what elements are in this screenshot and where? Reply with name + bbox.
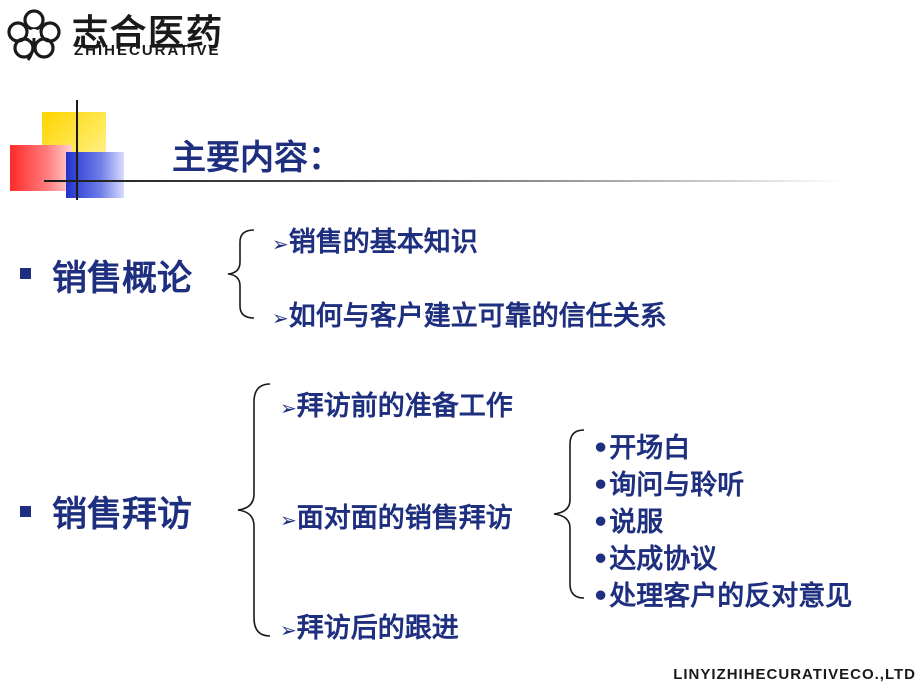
sub-list-item: •询问与聆听 [592, 470, 745, 501]
arrow-bullet-icon: ➢ [280, 396, 297, 420]
list-item: ➢如何与客户建立可靠的信任关系 [272, 301, 667, 332]
sub-list-item: •处理客户的反对意见 [592, 581, 853, 612]
decor-red-square [10, 145, 72, 191]
title-underline [44, 180, 844, 182]
sub-list-item: •达成协议 [592, 544, 718, 575]
decor-blue-square [66, 152, 124, 198]
dot-bullet-icon: • [592, 470, 610, 501]
arrow-bullet-icon: ➢ [280, 618, 297, 642]
list-item: ➢拜访后的跟进 [280, 613, 459, 644]
sub-list-item: •说服 [592, 507, 664, 538]
arrow-bullet-icon: ➢ [272, 306, 289, 330]
decor-vertical-line [76, 100, 78, 200]
sub-list-item: •开场白 [592, 433, 691, 464]
list-item: ➢面对面的销售拜访 [280, 503, 513, 534]
dot-bullet-icon: • [592, 581, 610, 612]
logo-name-en: ZHIHECURATIVE [74, 42, 221, 59]
logo-name-cn: 志合医药 [72, 13, 225, 54]
company-footer: LINYIZHIHECURATIVECO.,LTD [673, 666, 916, 683]
section-bullet [20, 268, 31, 279]
brace-icon [553, 429, 585, 599]
section-heading-sales-visit: 销售拜访 [52, 495, 193, 535]
slide-title: 主要内容： [172, 138, 342, 178]
dot-bullet-icon: • [592, 544, 610, 575]
clover-flower-icon [7, 9, 61, 61]
arrow-bullet-icon: ➢ [272, 232, 289, 256]
dot-bullet-icon: • [592, 507, 610, 538]
section-bullet [20, 506, 31, 517]
brace-icon [237, 383, 271, 637]
arrow-bullet-icon: ➢ [280, 508, 297, 532]
dot-bullet-icon: • [592, 433, 610, 464]
list-item: ➢销售的基本知识 [272, 227, 478, 258]
list-item: ➢拜访前的准备工作 [280, 391, 513, 422]
section-heading-sales-overview: 销售概论 [52, 259, 193, 299]
brace-icon [227, 229, 255, 319]
